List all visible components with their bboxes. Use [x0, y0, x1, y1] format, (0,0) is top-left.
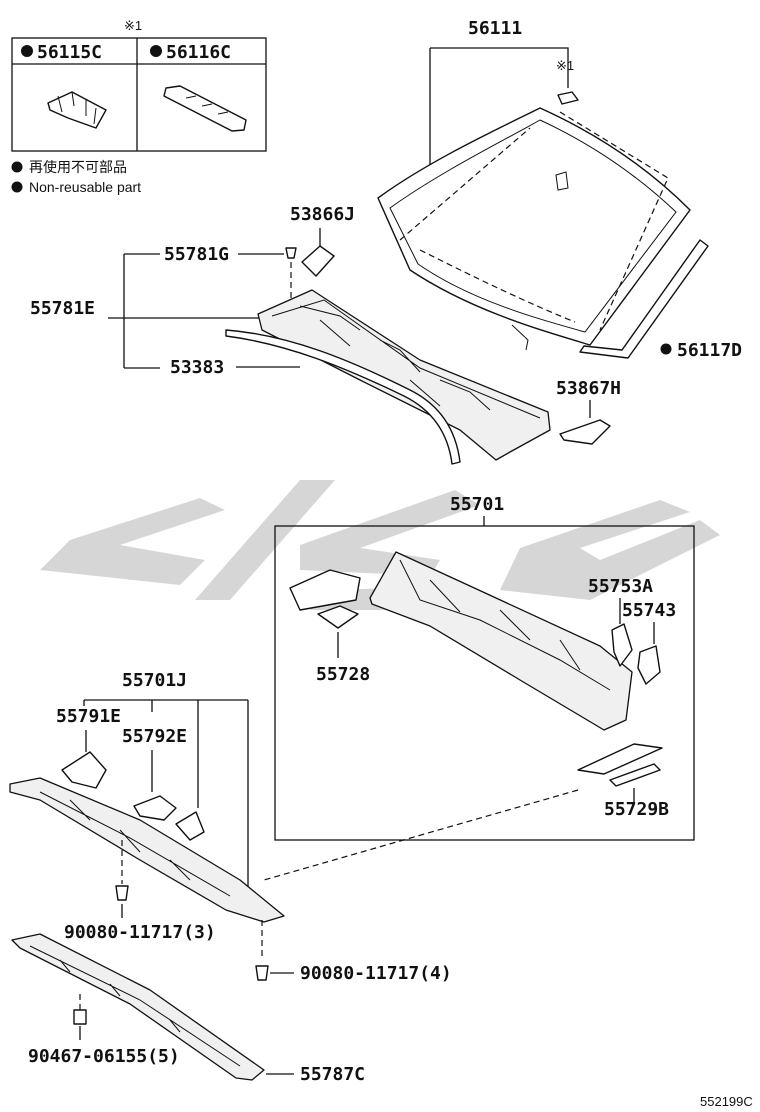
clip-56115c-drawing — [47, 91, 107, 129]
non-reusable-dot-icon — [150, 45, 162, 57]
cowl-bracket-label: 55781E — [30, 298, 95, 319]
bracket-2-label: 55792E — [122, 726, 187, 747]
seal-56116c-drawing — [163, 85, 247, 132]
inset-col1-label: 56115C — [37, 42, 102, 63]
seal-label: 53383 — [170, 357, 224, 378]
molding-label: 56117D — [677, 340, 742, 361]
legend-japanese: 再使用不可部品 — [29, 159, 127, 175]
legend: 再使用不可部品 Non-reusable part — [11, 159, 141, 195]
non-reusable-dot-icon — [11, 181, 23, 193]
lower-panel-label: 55787C — [300, 1064, 365, 1085]
reference-code: 552199C — [700, 1094, 753, 1109]
brace-label: 55728 — [316, 664, 370, 685]
legend-english: Non-reusable part — [29, 179, 141, 195]
bracket-a-label: 55753A — [588, 576, 653, 597]
nut-label: 90467-06155(5) — [28, 1046, 180, 1067]
non-reusable-dot-icon — [11, 161, 23, 173]
cowl-panel-assembly: 55701 55728 55753A 55743 55729B — [263, 494, 695, 881]
bolt-1-label: 90080-11717(3) — [64, 922, 216, 943]
windshield-label: 56111 — [468, 18, 522, 39]
bolt-2-label: 90080-11717(4) — [300, 963, 452, 984]
cover-right-label: 53867H — [556, 378, 621, 399]
reinforcement-label: 55729B — [604, 799, 669, 820]
inset-note-marker: ※1 — [124, 18, 142, 33]
lower-cowl-label: 55701J — [122, 670, 187, 691]
clip-label: 55781G — [164, 244, 229, 265]
non-reusable-dot-icon — [21, 45, 33, 57]
non-reusable-dot-icon — [660, 343, 672, 355]
bracket-b-label: 55743 — [622, 600, 676, 621]
non-reusable-inset: ※1 56115C 56116C — [11, 18, 267, 152]
cowl-panel-label: 55701 — [450, 494, 504, 515]
cowl-top-assembly: 53866J 55781G 55781E 53383 53867H — [30, 204, 621, 465]
windshield-assembly: 56111 ※1 56117D — [377, 18, 742, 361]
inset-col2-label: 56116C — [166, 42, 231, 63]
lower-cowl-assembly: 55701J 55791E 55792E 90080-11717(3) 9008… — [9, 670, 452, 1085]
windshield-note-marker: ※1 — [556, 58, 574, 73]
watermark-logo — [40, 480, 720, 610]
bracket-1-label: 55791E — [56, 706, 121, 727]
cover-left-label: 53866J — [290, 204, 355, 225]
